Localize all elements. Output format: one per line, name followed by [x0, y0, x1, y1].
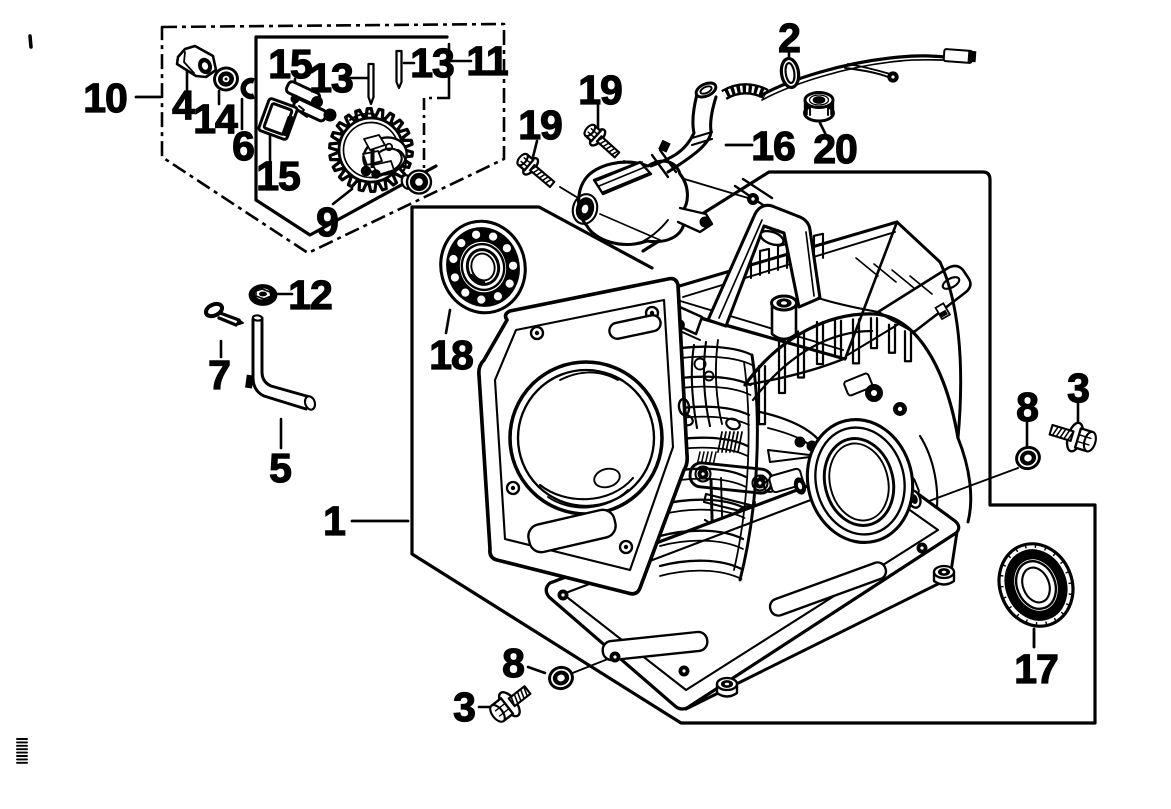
svg-text:19: 19 — [518, 102, 562, 148]
svg-text:15: 15 — [256, 153, 300, 199]
svg-text:1: 1 — [323, 498, 345, 544]
svg-text:12: 12 — [288, 272, 332, 318]
svg-text:2: 2 — [778, 15, 800, 61]
svg-text:11: 11 — [466, 38, 508, 84]
svg-text:14: 14 — [193, 96, 238, 142]
svg-text:20: 20 — [813, 126, 857, 172]
svg-text:15: 15 — [268, 41, 312, 87]
svg-text:19: 19 — [578, 67, 622, 113]
svg-text:3: 3 — [453, 684, 475, 730]
svg-text:8: 8 — [502, 640, 524, 686]
svg-text:16: 16 — [751, 123, 795, 169]
svg-text:4: 4 — [172, 82, 195, 128]
svg-text:10: 10 — [83, 75, 127, 121]
svg-text:13: 13 — [309, 55, 353, 101]
svg-text:13: 13 — [410, 40, 454, 86]
svg-text:18: 18 — [429, 332, 473, 378]
svg-text:9: 9 — [316, 199, 338, 245]
svg-text:3: 3 — [1067, 365, 1089, 411]
svg-text:6: 6 — [232, 123, 254, 169]
svg-text:5: 5 — [269, 445, 291, 491]
svg-text:8: 8 — [1016, 384, 1038, 430]
svg-text:7: 7 — [208, 352, 230, 398]
svg-text:17: 17 — [1014, 646, 1058, 692]
